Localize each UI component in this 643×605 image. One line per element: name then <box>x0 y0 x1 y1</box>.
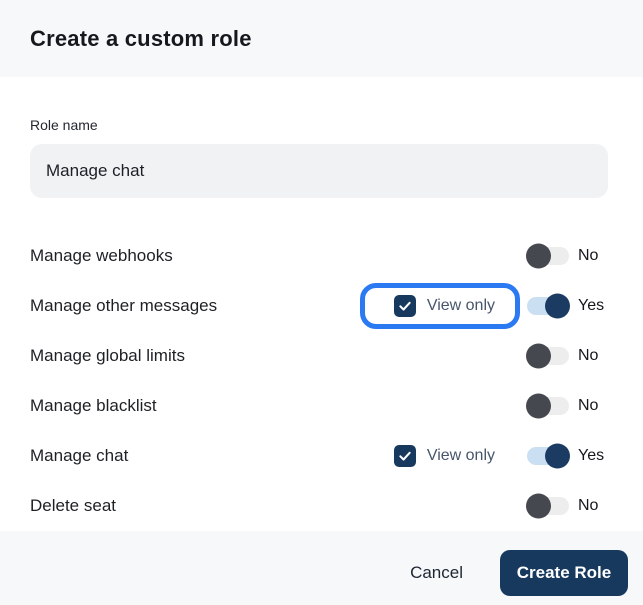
checkmark-icon <box>399 301 411 311</box>
toggle-knob <box>526 243 551 269</box>
dialog-footer: Cancel Create Role <box>0 531 643 605</box>
toggle-switch[interactable] <box>526 393 569 419</box>
toggle-state-label: No <box>578 497 599 514</box>
toggle-knob <box>526 393 551 419</box>
create-role-button[interactable]: Create Role <box>500 549 628 596</box>
view-only-label: View only <box>426 297 495 314</box>
checkmark-icon <box>399 451 411 461</box>
permission-label: Manage global limits <box>30 346 185 365</box>
toggle-switch[interactable] <box>527 443 570 469</box>
role-name-input[interactable] <box>30 144 608 198</box>
permission-controls: No <box>526 493 613 519</box>
toggle-state-label: No <box>578 397 599 414</box>
permission-list: Manage webhooks No Manage other messages… <box>30 231 613 531</box>
view-only-checkbox[interactable] <box>393 295 416 317</box>
toggle-knob <box>545 443 570 469</box>
dialog-body: Role name Manage webhooks No Manage othe… <box>0 77 643 531</box>
dialog-header: Create a custom role <box>0 0 643 77</box>
view-only-label: View only <box>426 447 495 464</box>
permission-controls: No <box>526 343 613 369</box>
permission-label: Manage other messages <box>30 296 218 315</box>
cancel-button[interactable]: Cancel <box>400 555 473 591</box>
permission-controls: No <box>526 393 613 419</box>
toggle-state-label: No <box>578 347 599 364</box>
dialog-title: Create a custom role <box>30 25 252 51</box>
toggle-state-label: Yes <box>578 447 605 464</box>
toggle-switch[interactable] <box>526 493 569 519</box>
permission-controls: View only Yes <box>359 283 613 329</box>
toggle-switch[interactable] <box>526 243 569 269</box>
permission-row: Manage global limits No <box>30 331 613 381</box>
toggle-switch[interactable] <box>526 343 569 369</box>
toggle-knob <box>526 343 551 369</box>
toggle-state-label: Yes <box>578 297 605 314</box>
toggle-knob <box>526 493 551 519</box>
view-only-checkbox[interactable] <box>393 445 416 467</box>
permission-label: Delete seat <box>30 496 116 515</box>
toggle-switch[interactable] <box>527 293 570 319</box>
role-name-label: Role name <box>30 117 98 133</box>
permission-row: Manage chat View only Yes <box>30 431 613 481</box>
permission-row: Manage webhooks No <box>30 231 613 281</box>
toggle-state-label: No <box>578 247 599 264</box>
permission-row: Manage blacklist No <box>30 381 613 431</box>
toggle-knob <box>545 293 570 319</box>
permission-row: Delete seat No <box>30 481 613 531</box>
permission-label: Manage webhooks <box>30 246 173 265</box>
permission-controls: View only Yes <box>393 443 613 469</box>
permission-controls: No <box>526 243 613 269</box>
permission-label: Manage blacklist <box>30 396 157 415</box>
view-only-group: View only <box>359 283 521 329</box>
permission-label: Manage chat <box>30 446 129 465</box>
permission-row: Manage other messages View only Yes <box>30 281 613 331</box>
view-only-group: View only <box>393 445 495 467</box>
